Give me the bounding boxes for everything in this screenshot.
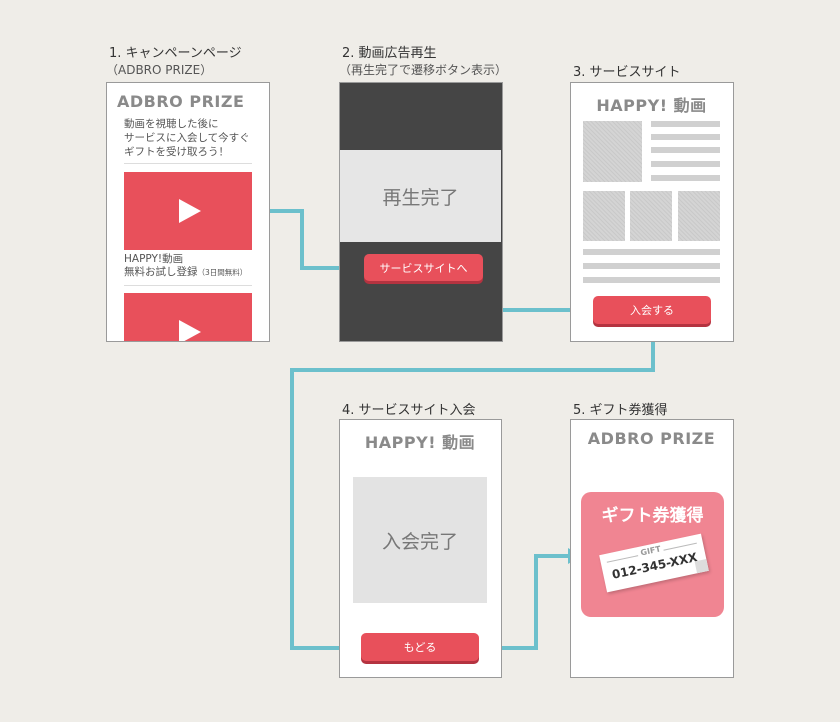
gift-card-title: ギフト券獲得 — [601, 506, 704, 526]
step5-title: 5. ギフト券獲得 — [573, 403, 668, 418]
video-item-label: HAPPY!動画 無料お試し登録（3日間無料） — [124, 253, 248, 278]
text-line — [583, 249, 720, 255]
gift-card: ギフト券獲得 GIFT 012-345-XXX — [581, 492, 724, 617]
thumbnail-placeholder — [583, 191, 625, 241]
join-button[interactable]: 入会する — [593, 296, 711, 324]
campaign-page-screen: ADBRO PRIZE 動画を視聴した後に サービスに入会して今すぐ ギフトを受… — [106, 82, 270, 342]
arrow-4-to-5 — [480, 554, 570, 650]
step2-title: 2. 動画広告再生 — [342, 46, 437, 61]
play-icon — [179, 199, 201, 223]
thumbnail-placeholder — [630, 191, 672, 241]
thumbnail-placeholder — [678, 191, 720, 241]
service-logo: HAPPY! 動画 — [596, 96, 707, 115]
divider — [124, 163, 252, 164]
step2-subtitle: （再生完了で遷移ボタン表示） — [339, 63, 508, 77]
step4-title: 4. サービスサイト入会 — [342, 403, 476, 418]
playback-complete-overlay: 再生完了 — [340, 150, 501, 242]
video-thumbnail[interactable] — [124, 293, 252, 341]
step3-title: 3. サービスサイト — [573, 65, 681, 80]
divider — [124, 285, 252, 286]
text-line — [583, 263, 720, 269]
gift-ticket: GIFT 012-345-XXX — [599, 533, 709, 593]
text-line — [651, 121, 720, 127]
text-line — [651, 147, 720, 153]
play-icon — [179, 320, 201, 341]
brand-logo: ADBRO PRIZE — [587, 429, 716, 448]
ticket-label: GIFT — [636, 543, 665, 559]
arrow-1-to-2 — [252, 209, 352, 270]
service-logo: HAPPY! 動画 — [364, 433, 476, 452]
text-line — [583, 277, 720, 283]
arrow-3-to-4 — [290, 327, 655, 650]
step1-subtitle: （ADBRO PRIZE） — [106, 63, 213, 77]
text-line — [651, 134, 720, 140]
to-service-site-button[interactable]: サービスサイトへ — [364, 254, 483, 281]
step1-title: 1. キャンペーンページ — [109, 46, 242, 61]
video-ad-screen: 再生完了 — [339, 82, 503, 342]
signup-complete-screen: HAPPY! 動画 入会完了 — [339, 419, 502, 678]
campaign-intro-text: 動画を視聴した後に サービスに入会して今すぐ ギフトを受け取ろう！ — [124, 118, 250, 158]
video-thumbnail[interactable] — [124, 172, 252, 250]
image-placeholder — [583, 121, 642, 182]
signup-complete-panel: 入会完了 — [353, 477, 487, 603]
text-line — [651, 161, 720, 167]
brand-logo: ADBRO PRIZE — [117, 92, 245, 111]
ticket-fold — [694, 559, 709, 574]
back-button[interactable]: もどる — [361, 633, 479, 661]
gift-acquired-screen: ADBRO PRIZE ギフト券獲得 GIFT 012-345-XXX — [570, 419, 734, 678]
text-line — [651, 175, 720, 181]
